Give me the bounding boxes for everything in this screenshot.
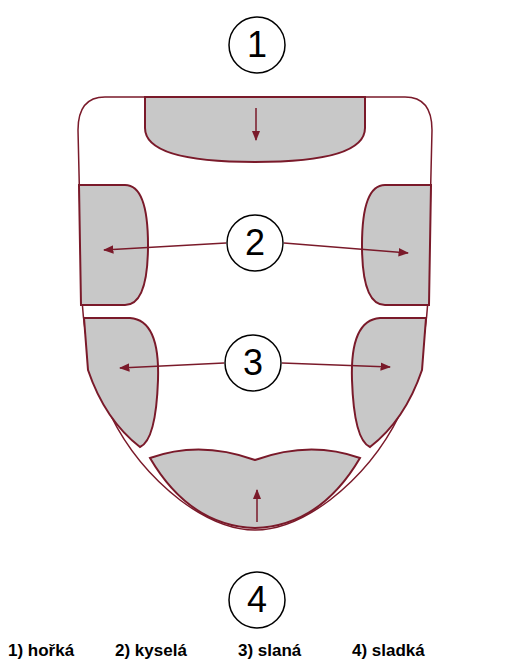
leader-arrow <box>120 363 224 368</box>
circle-shape <box>229 17 285 73</box>
circle-shape <box>225 335 281 391</box>
salty-region-left <box>84 318 158 447</box>
callout-number: 4 <box>247 582 267 618</box>
callout-number: 1 <box>247 27 267 63</box>
sour-region-left <box>79 185 148 305</box>
legend-text: 1) hořká <box>8 641 74 661</box>
leader-arrow <box>256 490 258 522</box>
legend-text: 3) slaná <box>238 641 301 661</box>
callout-circle: 3 <box>224 334 282 392</box>
callout-circle: 1 <box>228 16 286 74</box>
legend-text: 2) kyselá <box>115 641 187 661</box>
sour-region-right <box>362 185 431 305</box>
sweet-region <box>150 449 360 528</box>
callout-circle: 2 <box>226 214 284 272</box>
salty-region-right <box>352 318 426 447</box>
circle-shape <box>229 572 285 628</box>
callout-number: 3 <box>243 345 263 381</box>
legend-text: 4) sladká <box>352 641 425 661</box>
leader-arrow <box>282 363 390 367</box>
leader-arrow <box>255 108 257 140</box>
leader-arrow <box>104 243 226 250</box>
callout-number: 2 <box>245 225 265 261</box>
bitter-region <box>145 97 365 162</box>
callout-circle: 4 <box>228 571 286 629</box>
circle-shape <box>227 215 283 271</box>
tongue-outline <box>78 97 432 530</box>
leader-arrow <box>284 243 408 253</box>
